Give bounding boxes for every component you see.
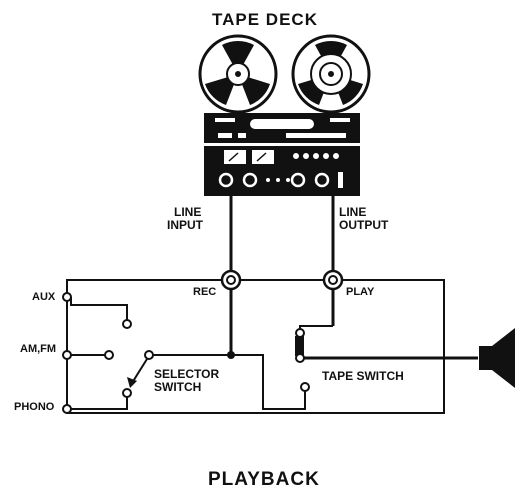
line-input-label-1: LINE (174, 205, 201, 219)
tape-deck-control-panel (204, 146, 360, 196)
line-input-label-2: INPUT (167, 218, 204, 232)
rec-label: REC (193, 286, 216, 298)
left-reel-icon (198, 34, 278, 114)
aux-label: AUX (32, 291, 56, 303)
play-label: PLAY (346, 286, 375, 298)
diagram-title: TAPE DECK (212, 10, 318, 29)
right-reel-icon (291, 34, 371, 114)
rec-jack (220, 269, 242, 291)
tape-switch-label: TAPE SWITCH (322, 369, 404, 383)
tape-head-block (204, 113, 360, 143)
play-jack (322, 269, 344, 291)
line-output-label-2: OUTPUT (339, 218, 389, 232)
am-fm-label: AM,FM (20, 343, 56, 355)
tape-switch (295, 289, 478, 363)
amplifier-box (66, 279, 445, 414)
aux-terminal (62, 292, 72, 302)
selector-label-2: SWITCH (154, 380, 201, 394)
tape-deck-illustration (198, 34, 371, 196)
line-output-label-1: LINE (339, 205, 366, 219)
speaker-icon (479, 328, 515, 388)
am-fm-terminal (62, 350, 72, 360)
phono-label: PHONO (14, 401, 55, 413)
selector-label-1: SELECTOR (154, 367, 219, 381)
phono-terminal (62, 404, 72, 414)
selector-switch (70, 297, 231, 410)
monitor-path (231, 354, 306, 410)
tape-switch-source-contact (300, 382, 310, 392)
diagram-caption: PLAYBACK (208, 469, 320, 490)
